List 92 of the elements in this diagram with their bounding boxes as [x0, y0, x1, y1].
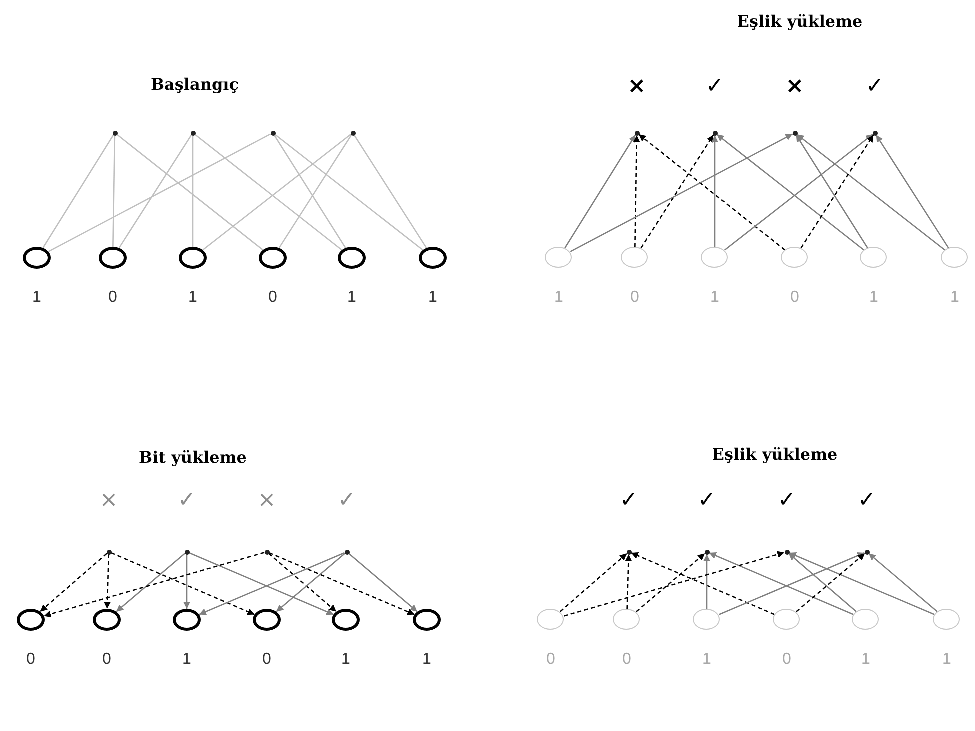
- junction-point: [184, 550, 190, 554]
- parity-mark: ×: [628, 76, 646, 98]
- junction-point: [784, 550, 790, 554]
- bit-value: 0: [262, 651, 272, 669]
- arrow: [348, 553, 418, 612]
- parity-mark: ×: [786, 76, 804, 98]
- junction-point: [112, 130, 118, 136]
- arrow: [789, 552, 935, 616]
- arrow: [712, 136, 718, 247]
- parity-mark: ✓: [866, 76, 884, 98]
- bit-value: 1: [950, 289, 960, 307]
- bit-value: 1: [710, 289, 720, 307]
- bit-value: 1: [554, 289, 564, 307]
- arrow: [268, 553, 337, 612]
- arrow: [104, 554, 112, 610]
- junction-point: [106, 550, 112, 554]
- bit-value: 1: [422, 651, 432, 669]
- arrow: [704, 554, 710, 609]
- bit-value: 0: [622, 651, 632, 669]
- bit-value: 1: [32, 289, 42, 307]
- arrow: [564, 134, 636, 248]
- bit-value: 0: [782, 651, 792, 669]
- bit-value: 1: [942, 651, 952, 669]
- junction-point: [792, 130, 798, 136]
- junction-point: [626, 550, 632, 554]
- bit-value: 0: [630, 289, 640, 307]
- bit-value: 0: [790, 289, 800, 307]
- arrow: [868, 553, 938, 612]
- bit-value: 1: [870, 289, 878, 307]
- arrow: [796, 553, 866, 612]
- connector-line: [48, 134, 272, 252]
- bit-value: 0: [102, 651, 112, 669]
- junction-point: [864, 550, 870, 554]
- junction-point: [350, 130, 356, 136]
- arrow: [40, 553, 108, 612]
- arrow: [638, 134, 786, 251]
- parity-mark: ✓: [858, 490, 876, 512]
- parity-mark: ✓: [706, 76, 724, 98]
- bit-value: 1: [702, 651, 712, 669]
- arrow: [636, 553, 706, 612]
- parity-mark: ×: [100, 490, 118, 512]
- arrow: [640, 134, 714, 249]
- connector-line: [354, 134, 428, 249]
- parity-mark: ×: [258, 490, 276, 512]
- bit-value: 1: [342, 651, 350, 669]
- arrow: [570, 134, 794, 252]
- parity-mark: ✓: [620, 490, 638, 512]
- junction-point: [712, 130, 718, 136]
- connector-line: [112, 135, 116, 248]
- junction-point: [634, 130, 640, 136]
- arrow: [111, 552, 255, 616]
- connector-line: [192, 136, 194, 247]
- parity-mark: ✓: [698, 490, 716, 512]
- bit-value: 0: [546, 651, 556, 669]
- bit-value: 0: [26, 651, 36, 669]
- junction-point: [270, 130, 276, 136]
- panel-title: Eşlik yükleme: [712, 445, 838, 464]
- parity-mark: ✓: [178, 490, 196, 512]
- junction-point: [872, 130, 878, 136]
- bit-value: 1: [862, 651, 870, 669]
- bit-value: 1: [428, 289, 438, 307]
- panel-title: Eşlik yükleme: [737, 12, 863, 31]
- bit-value: 1: [348, 289, 356, 307]
- arrow: [269, 552, 415, 616]
- panel-title: Bit yükleme: [139, 448, 247, 467]
- arrow: [631, 552, 775, 616]
- arrow: [116, 553, 186, 612]
- junction-point: [190, 130, 196, 136]
- connector-line: [116, 134, 264, 251]
- arrow: [560, 553, 628, 612]
- arrow: [276, 553, 346, 612]
- parity-mark: ✓: [338, 490, 356, 512]
- parity-mark: ✓: [778, 490, 796, 512]
- junction-point: [344, 550, 350, 554]
- arrow: [796, 134, 946, 251]
- arrow: [44, 552, 265, 618]
- bit-value: 1: [188, 289, 198, 307]
- junction-point: [704, 550, 710, 554]
- bit-value: 1: [182, 651, 192, 669]
- junction-point: [264, 550, 270, 554]
- arrow: [876, 134, 950, 249]
- arrow: [633, 135, 640, 248]
- connector-line: [274, 134, 424, 251]
- panel-title: Başlangıç: [151, 75, 239, 94]
- bit-value: 0: [108, 289, 118, 307]
- connector-line: [118, 134, 192, 249]
- arrow: [564, 551, 785, 617]
- arrow: [184, 554, 190, 609]
- arrow: [788, 553, 857, 612]
- arrow: [625, 554, 632, 610]
- bit-value: 0: [268, 289, 278, 307]
- connector-line: [42, 134, 114, 248]
